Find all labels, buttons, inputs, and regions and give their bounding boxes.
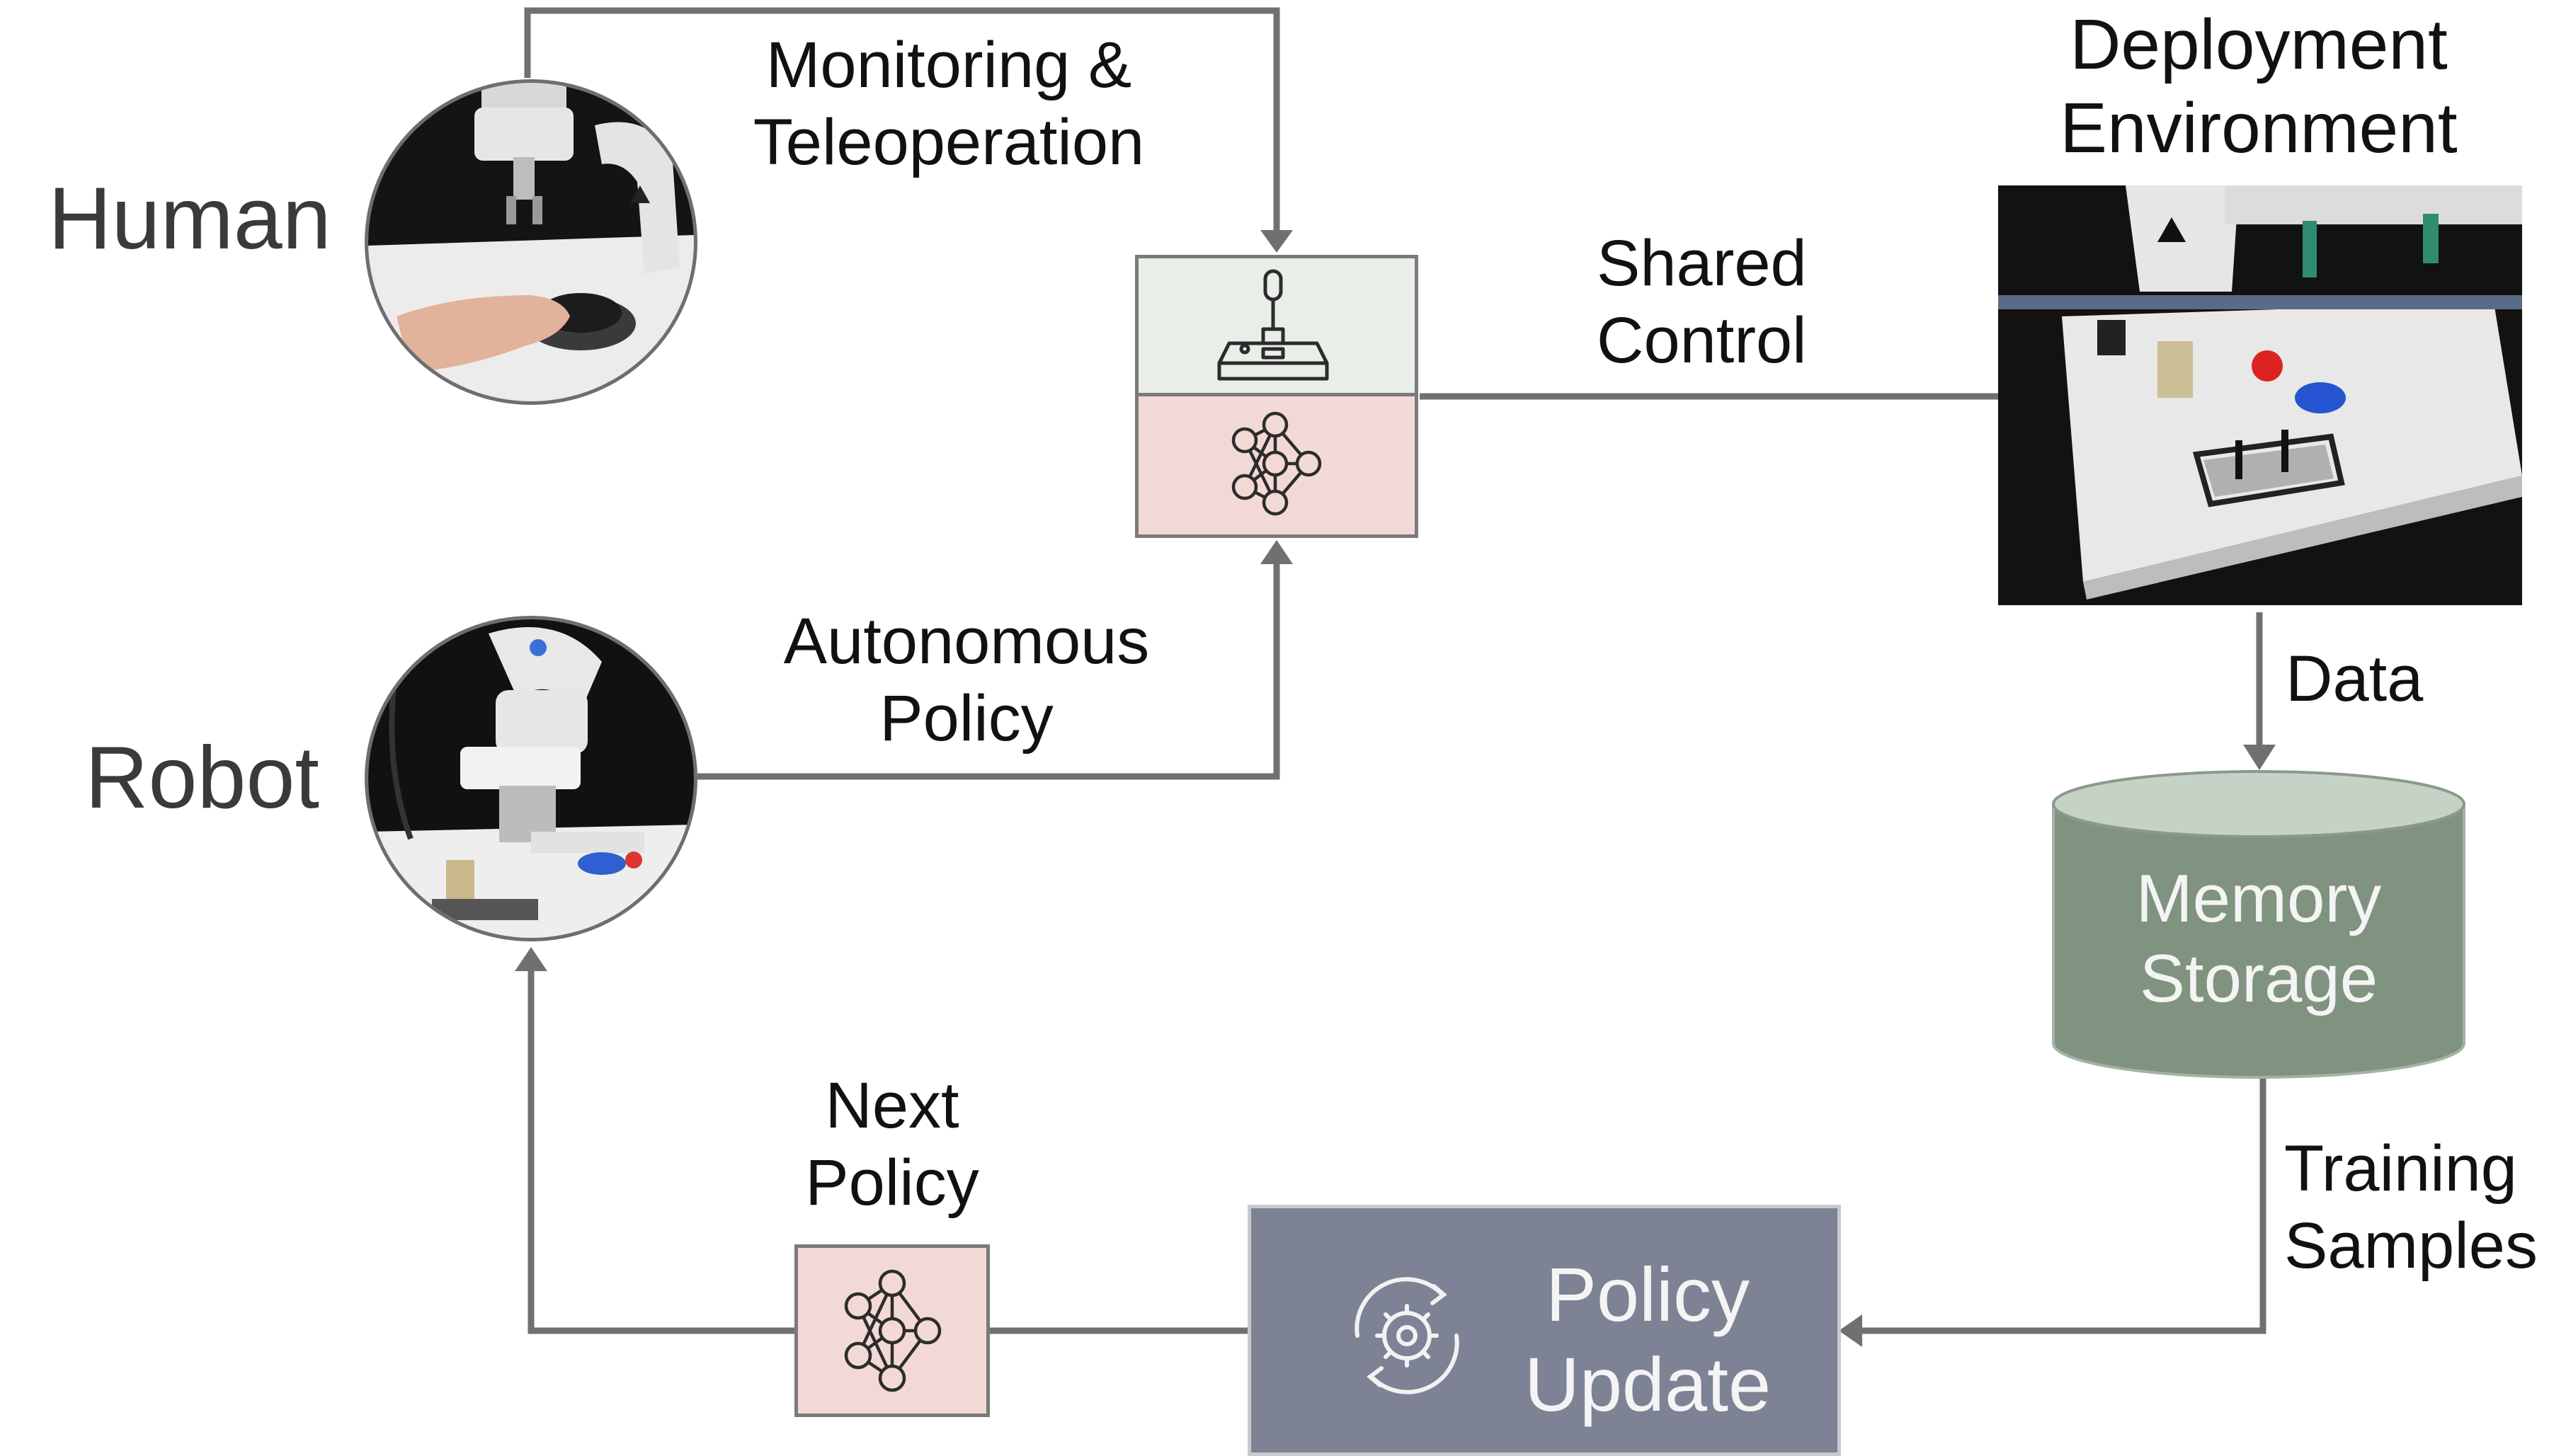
shared-control-label: Shared Control [1597,225,1866,379]
memory-storage-cylinder: Memory Storage [2050,770,2468,1082]
training-connector [1859,1076,2266,1334]
data-arrowhead [2243,745,2276,770]
human-photo [365,79,697,405]
data-label: Data [2286,643,2424,715]
memory-storage-label: Memory Storage [2050,859,2468,1019]
monitoring-label-line2: Teleoperation [753,105,1145,178]
memory-label-line2: Storage [2139,941,2378,1017]
autonomous-label-line1: Autonomous [783,605,1150,677]
policy-update-line2: Update [1524,1341,1772,1428]
human-label: Human [48,170,331,268]
robot-label: Robot [85,729,319,827]
human-teleop-illustration [368,83,694,401]
training-label-line2: Samples [2284,1209,2538,1282]
cylinder-shape [2052,770,2465,1079]
neural-network-icon [1231,411,1322,516]
training-samples-label: Training Samples [2284,1130,2549,1284]
training-label-line1: Training [2284,1133,2517,1205]
joystick-icon [1217,269,1329,381]
teleoperation-box [1135,255,1418,396]
next-policy-label: Next Policy [751,1067,1034,1221]
policy-update-line1: Policy [1545,1251,1750,1337]
autonomous-policy-label: Autonomous Policy [758,603,1175,757]
next-policy-box [794,1244,990,1417]
shared-label-line1: Shared [1597,227,1807,299]
autonomous-arrowhead [1260,540,1293,564]
shared-label-line2: Control [1597,304,1807,377]
monitoring-label-line1: Monitoring & [765,29,1132,101]
policy-update-label: Policy Update [1492,1249,1803,1430]
workspace-illustration [1998,185,2522,605]
robot-photo [365,616,697,941]
training-arrowhead [1839,1314,1862,1347]
deployment-environment-label: Deployment Environment [1975,3,2542,170]
deployment-environment-photo [1998,185,2522,605]
deployment-label-line1: Deployment [2070,5,2448,84]
next-label-line1: Next [825,1070,959,1142]
monitoring-arrowhead [1260,230,1293,253]
policy-update-box: Policy Update [1248,1205,1841,1456]
monitoring-teleoperation-label: Monitoring & Teleoperation [736,27,1161,180]
neural-network-icon [844,1269,942,1392]
autonomous-label-line2: Policy [879,682,1054,755]
memory-label-line1: Memory [2135,861,2382,936]
autonomous-policy-box [1135,396,1418,538]
next-policy-connector [528,966,794,1334]
deployment-label-line2: Environment [2060,88,2458,168]
autonomous-connector [697,559,1280,780]
next-label-line2: Policy [805,1146,979,1219]
robot-arm-illustration [368,619,694,938]
gear-cycle-icon [1355,1277,1459,1394]
next-policy-arrowhead [515,947,547,971]
monitoring-connector [524,7,1280,237]
